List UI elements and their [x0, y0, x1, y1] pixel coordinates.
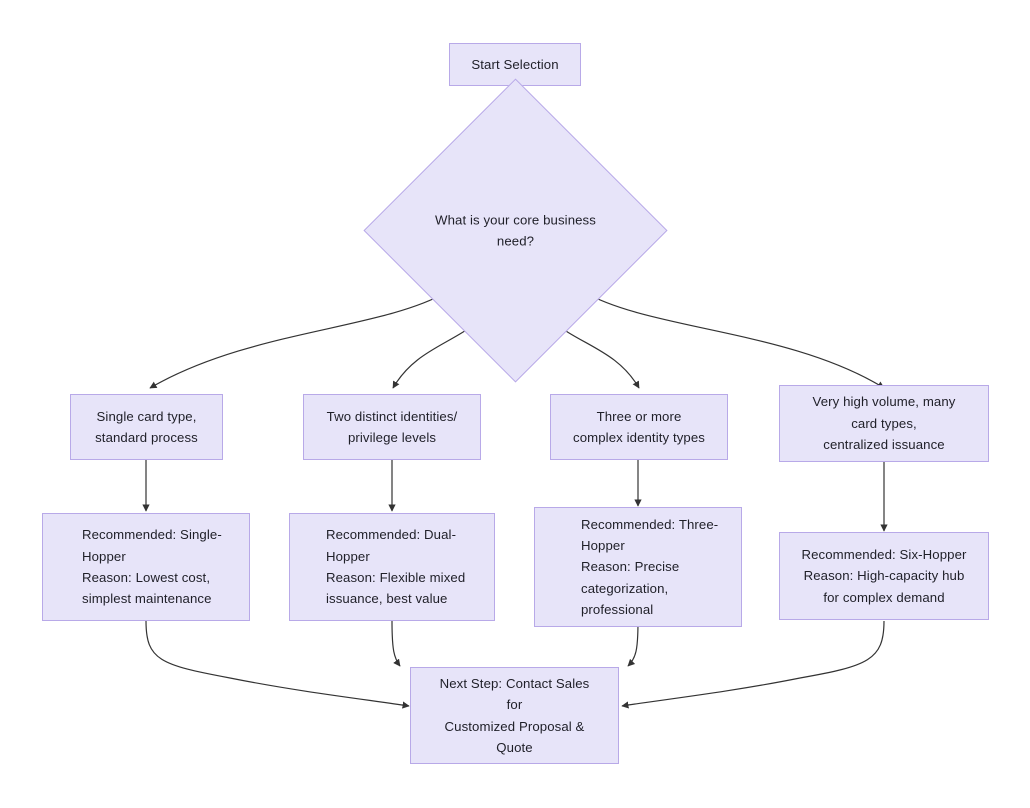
edge-result2-to-next — [391, 620, 401, 667]
node-option-single-card-label: Single card type, standard process — [95, 408, 198, 445]
node-option-high-volume[interactable]: Very high volume, many card types, centr… — [779, 385, 989, 462]
node-next-step[interactable]: Next Step: Contact Sales for Customized … — [410, 667, 619, 764]
node-option-three-or-more-label: Three or more complex identity types — [573, 408, 705, 445]
node-decision[interactable]: What is your core business need? — [363, 78, 668, 383]
node-result-six-hopper-label: Recommended: Six-Hopper Reason: High-cap… — [801, 546, 967, 605]
node-option-high-volume-label: Very high volume, many card types, centr… — [812, 394, 956, 453]
node-option-single-card[interactable]: Single card type, standard process — [70, 394, 223, 460]
node-result-dual-hopper-label: Recommended: Dual- Hopper Reason: Flexib… — [326, 527, 466, 607]
node-option-three-or-more[interactable]: Three or more complex identity types — [550, 394, 728, 460]
node-result-six-hopper[interactable]: Recommended: Six-Hopper Reason: High-cap… — [779, 532, 989, 620]
node-decision-label: What is your core business need? — [435, 212, 596, 249]
node-result-single-hopper-label: Recommended: Single- Hopper Reason: Lowe… — [82, 527, 222, 607]
node-next-step-label: Next Step: Contact Sales for Customized … — [439, 675, 590, 755]
edge-result3-to-next — [627, 620, 639, 667]
node-result-three-hopper-label: Recommended: Three- Hopper Reason: Preci… — [581, 516, 719, 618]
edge-result4-to-next — [621, 620, 885, 709]
node-start-label: Start Selection — [471, 56, 559, 72]
node-result-single-hopper[interactable]: Recommended: Single- Hopper Reason: Lowe… — [42, 513, 250, 621]
node-option-two-identities[interactable]: Two distinct identities/ privilege level… — [303, 394, 481, 460]
edge-decision-to-option1 — [149, 291, 448, 389]
edge-result1-to-next — [145, 620, 410, 709]
node-option-two-identities-label: Two distinct identities/ privilege level… — [326, 408, 458, 445]
node-result-three-hopper[interactable]: Recommended: Three- Hopper Reason: Preci… — [534, 507, 742, 627]
edge-decision-to-option4 — [583, 291, 885, 389]
node-result-dual-hopper[interactable]: Recommended: Dual- Hopper Reason: Flexib… — [289, 513, 495, 621]
